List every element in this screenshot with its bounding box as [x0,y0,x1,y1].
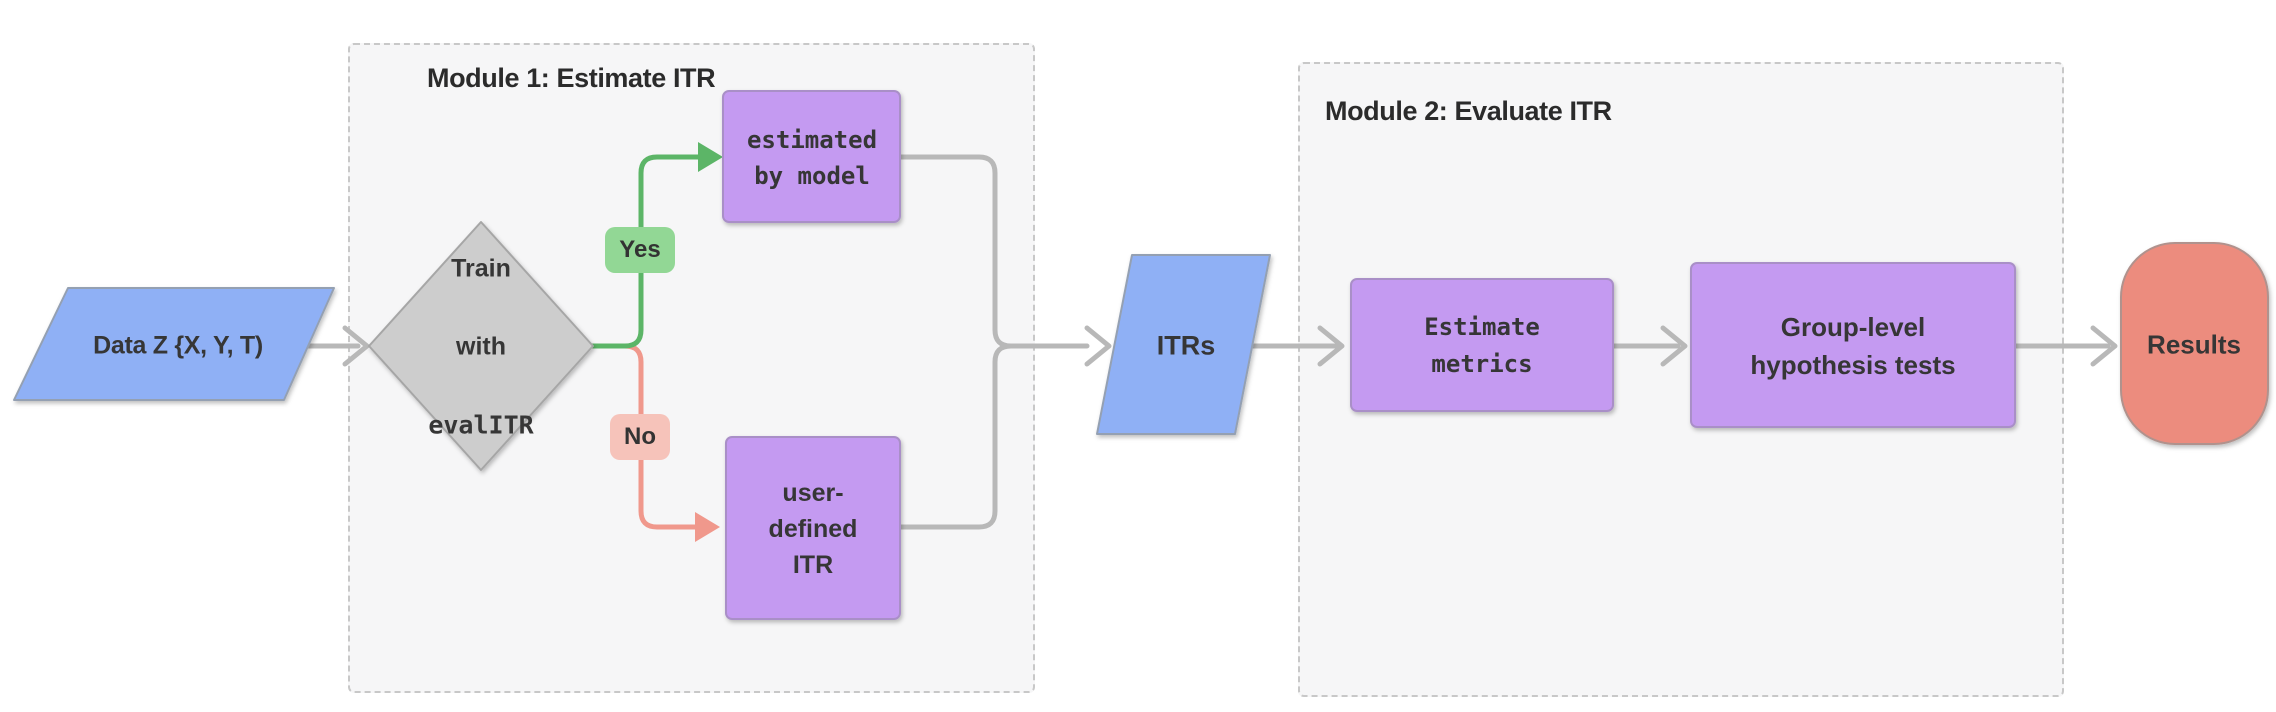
module2-title: Module 2: Evaluate ITR [1325,96,1612,126]
estimate-metrics-shape [1350,278,1614,412]
no-branch-badge: No [610,414,670,460]
arrowhead-itrs-to-metrics [1317,325,1345,367]
edge-estimated-to-itrs [897,154,1090,349]
decision-label-line2: with [455,332,506,361]
user-defined-itr-label: user- defined ITR [768,479,858,579]
decision-diamond-shape [368,221,594,471]
estimated-by-model-shape [722,90,901,223]
arrowhead-group-to-results [2090,325,2118,367]
module1-title: Module 1: Estimate ITR [427,63,716,93]
edge-userdefined-to-itrs [897,343,1014,530]
decision-label: Train with evalITR [428,211,533,484]
data-input-label: Data Z {X, Y, T) [93,331,263,360]
itrs-label: ITRs [1156,330,1216,361]
estimate-metrics-label: Estimate metrics [1424,313,1540,378]
decision-label-line3: evalITR [428,410,534,440]
group-level-tests-shape [1690,262,2016,428]
user-defined-itr-shape [725,436,901,620]
decision-label-line1: Train [451,254,511,283]
itrs-shape [1096,254,1271,435]
estimated-by-model-label: estimated by model [746,126,878,190]
arrowhead-no [695,512,720,542]
yes-branch-badge: Yes [605,227,675,273]
results-label: Results [2147,329,2241,360]
results-shape [2120,242,2269,445]
arrowhead-merge-to-itrs [1084,325,1112,367]
arrowhead-metrics-to-group [1660,325,1688,367]
data-input-shape [13,287,335,401]
group-level-tests-label: Group-level hypothesis tests [1750,312,1956,380]
arrowhead-yes [698,142,723,172]
arrowhead-data-to-decision [342,325,370,367]
